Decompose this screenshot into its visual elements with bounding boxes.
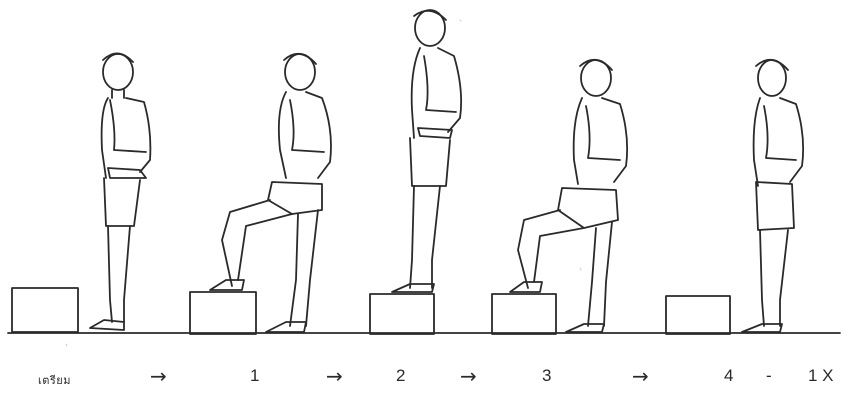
figure-step-2 (370, 10, 461, 334)
shoes (392, 284, 434, 292)
legs (410, 186, 440, 288)
shorts (756, 182, 794, 230)
step-number-3: 3 (542, 366, 551, 386)
arm (306, 92, 331, 178)
shoes (90, 320, 124, 330)
shoe-floor (566, 324, 604, 332)
arm (126, 98, 150, 172)
shorts (104, 178, 140, 226)
step-box (190, 292, 256, 334)
step-number-1: 1 (250, 366, 259, 386)
figure-step-1 (190, 54, 331, 334)
arm (780, 98, 803, 182)
arm (438, 48, 461, 132)
raised-leg (222, 200, 292, 286)
shorts (558, 188, 618, 228)
arrow-icon: → (632, 364, 649, 388)
arrow-icon: → (460, 364, 477, 388)
step-number-4: 4 (724, 366, 733, 386)
step-box (492, 294, 556, 334)
support-leg (290, 210, 318, 326)
step-box (370, 294, 434, 334)
head (103, 54, 133, 90)
legs (760, 230, 788, 326)
back (279, 92, 286, 178)
arrow-icon: → (150, 364, 167, 388)
dash-separator: - (766, 366, 772, 386)
back (412, 48, 420, 138)
shoe-floor (266, 322, 306, 332)
scan-specks (66, 20, 581, 346)
shoes (742, 324, 782, 332)
support-leg (588, 222, 612, 326)
back (574, 98, 582, 184)
figure-step-3 (492, 60, 627, 334)
repeat-label: 1 X (808, 366, 834, 386)
back (102, 98, 108, 178)
back (754, 98, 760, 186)
arrow-icon: → (326, 364, 343, 388)
figure-step-4 (666, 60, 803, 334)
arm (602, 98, 627, 182)
shorts (410, 138, 450, 186)
sequence-start-label: เตรียม (38, 371, 71, 389)
legs (108, 226, 130, 322)
head (758, 60, 786, 96)
step-number-2: 2 (396, 366, 405, 386)
step-box (12, 288, 78, 332)
shorts (268, 182, 322, 214)
step-box (666, 296, 730, 334)
hands (418, 128, 452, 138)
figure-start-position (12, 53, 150, 332)
hands (108, 168, 146, 178)
shoe-raised (210, 280, 244, 290)
